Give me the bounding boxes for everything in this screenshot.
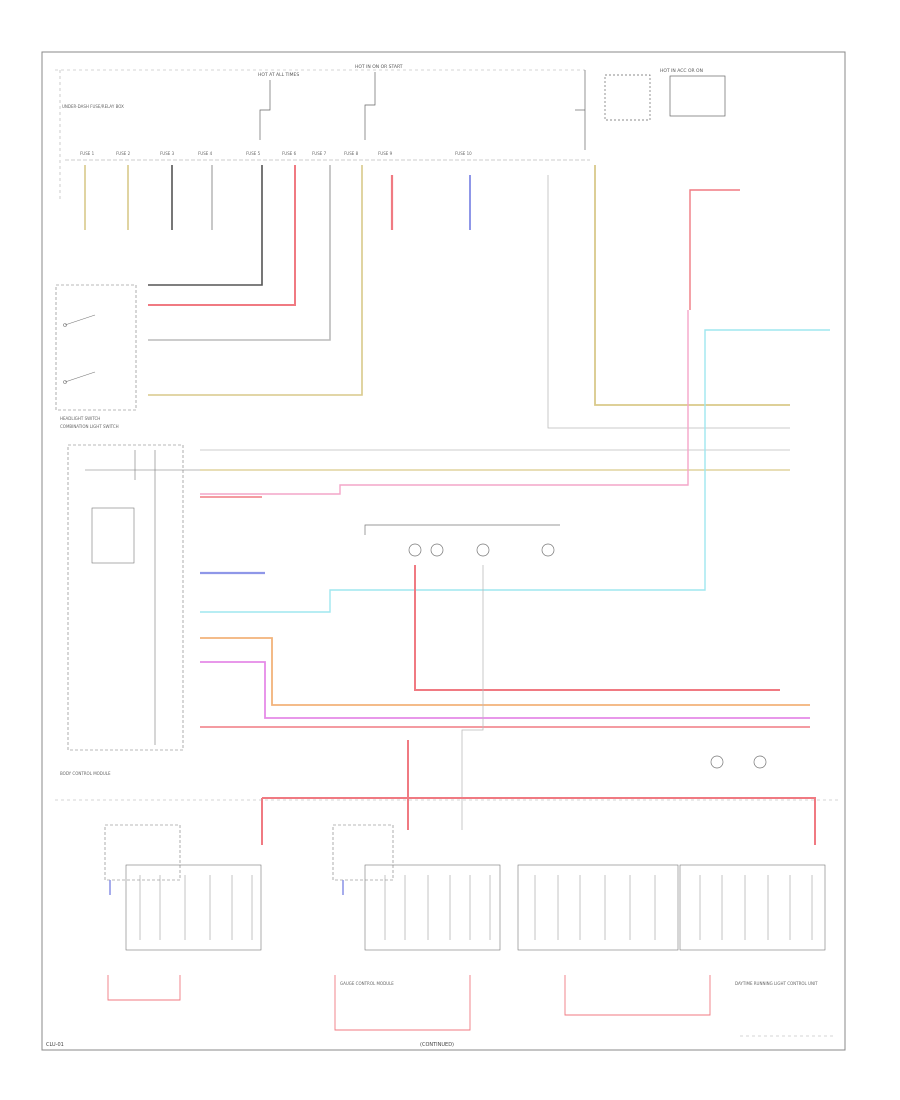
fuse-labels: FUSE 1 FUSE 2 FUSE 3 FUSE 4 FUSE 5 FUSE … — [80, 151, 472, 156]
fuse-drops — [84, 165, 471, 396]
svg-text:FUSE 5: FUSE 5 — [246, 151, 261, 156]
bottom-caption: (CONTINUED) — [420, 1042, 454, 1048]
svg-text:FUSE 7: FUSE 7 — [312, 151, 327, 156]
page-ref: CLU-01 — [46, 1042, 64, 1048]
svg-text:FUSE 6: FUSE 6 — [282, 151, 297, 156]
headlight-switch-label: HEADLIGHT SWITCH — [60, 416, 100, 421]
short-blue-marks — [109, 880, 344, 895]
lower-feeds — [261, 565, 816, 845]
gauge-lamps — [364, 524, 767, 769]
combination-switch-label: COMBINATION LIGHT SWITCH — [60, 424, 119, 429]
diagram-frame — [41, 51, 846, 1051]
svg-text:FUSE 2: FUSE 2 — [116, 151, 131, 156]
svg-text:FUSE 3: FUSE 3 — [160, 151, 175, 156]
body-control-module — [67, 444, 200, 751]
lower-returns — [107, 975, 711, 1031]
svg-text:FUSE 8: FUSE 8 — [344, 151, 359, 156]
top-label-3: HOT IN ACC OR ON — [660, 68, 703, 74]
source-feeds — [259, 70, 726, 150]
top-label-1: HOT AT ALL TIMES — [258, 72, 299, 78]
svg-text:FUSE 1: FUSE 1 — [80, 151, 95, 156]
top-label-2: HOT IN ON OR START — [355, 64, 403, 70]
body-control-module-label: BODY CONTROL MODULE — [60, 771, 111, 776]
lower-modules — [104, 824, 826, 951]
gauge-module-label: GAUGE CONTROL MODULE — [340, 981, 394, 986]
headlight-switch — [55, 284, 137, 411]
harness-lines — [200, 165, 830, 728]
svg-text:FUSE 4: FUSE 4 — [198, 151, 213, 156]
module-pins — [139, 875, 813, 940]
svg-text:FUSE 10: FUSE 10 — [455, 151, 472, 156]
daytime-module-label: DAYTIME RUNNING LIGHT CONTROL UNIT — [735, 981, 818, 986]
fuse-box-title: UNDER-DASH FUSE/RELAY BOX — [62, 104, 124, 109]
svg-text:FUSE 9: FUSE 9 — [378, 151, 393, 156]
